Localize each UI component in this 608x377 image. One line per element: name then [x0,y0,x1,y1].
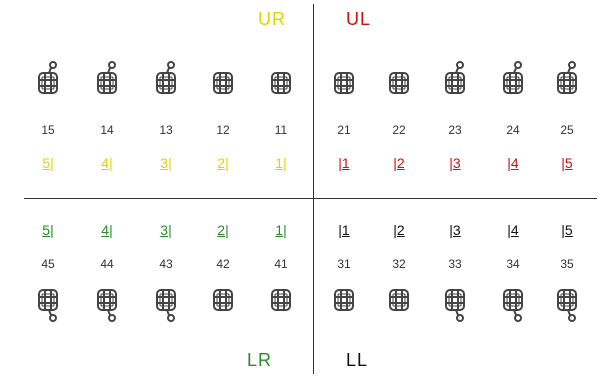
palmer-notation-4: 1| [275,222,286,238]
quadrant-label-ur: UR [258,9,286,30]
orthodontic-bracket-icon [268,285,294,330]
tooth-number-9: 35 [560,257,573,271]
orthodontic-bracket-icon [331,58,357,103]
orthodontic-bracket-icon [94,58,120,103]
orthodontic-bracket-icon [554,58,580,103]
palmer-notation-3: 2| [217,222,228,238]
orthodontic-bracket-icon [210,58,236,103]
tooth-number-6: 22 [392,123,405,137]
palmer-notation-0: 5| [42,222,53,238]
orthodontic-bracket-icon [500,285,526,330]
palmer-notation-4: 1| [275,155,286,171]
tooth-number-0: 15 [41,123,54,137]
orthodontic-bracket-icon [386,58,412,103]
tooth-number-8: 34 [506,257,519,271]
orthodontic-bracket-icon [153,285,179,330]
orthodontic-bracket-icon [268,58,294,103]
tooth-number-2: 13 [159,123,172,137]
palmer-notation-6: |2 [393,222,404,238]
palmer-notation-9: |5 [561,155,572,171]
palmer-notation-5: |1 [338,155,349,171]
tooth-number-0: 45 [41,257,54,271]
orthodontic-bracket-icon [386,285,412,330]
palmer-notation-2: 3| [160,222,171,238]
tooth-number-3: 12 [216,123,229,137]
orthodontic-bracket-icon [210,285,236,330]
orthodontic-bracket-icon [153,58,179,103]
tooth-number-1: 14 [100,123,113,137]
palmer-notation-7: |3 [449,155,460,171]
orthodontic-bracket-icon [554,285,580,330]
orthodontic-bracket-icon [500,58,526,103]
tooth-number-1: 44 [100,257,113,271]
horizontal-quadrant-divider [24,198,597,199]
palmer-notation-8: |4 [507,155,518,171]
tooth-number-5: 31 [337,257,350,271]
orthodontic-bracket-icon [35,58,61,103]
palmer-notation-1: 4| [101,155,112,171]
orthodontic-bracket-icon [442,58,468,103]
vertical-quadrant-divider [313,4,314,374]
palmer-notation-5: |1 [338,222,349,238]
orthodontic-bracket-icon [331,285,357,330]
palmer-notation-2: 3| [160,155,171,171]
orthodontic-bracket-icon [442,285,468,330]
quadrant-label-lr: LR [247,350,272,371]
tooth-number-7: 23 [448,123,461,137]
palmer-notation-7: |3 [449,222,460,238]
quadrant-label-ul: UL [346,9,371,30]
tooth-number-5: 21 [337,123,350,137]
tooth-number-8: 24 [506,123,519,137]
palmer-notation-6: |2 [393,155,404,171]
orthodontic-bracket-icon [35,285,61,330]
palmer-notation-3: 2| [217,155,228,171]
palmer-notation-9: |5 [561,222,572,238]
quadrant-label-ll: LL [346,350,368,371]
tooth-number-4: 11 [275,123,287,137]
tooth-number-2: 43 [159,257,172,271]
palmer-notation-0: 5| [42,155,53,171]
tooth-number-9: 25 [560,123,573,137]
palmer-notation-8: |4 [507,222,518,238]
tooth-number-4: 41 [274,257,287,271]
palmer-notation-1: 4| [101,222,112,238]
orthodontic-bracket-icon [94,285,120,330]
tooth-number-6: 32 [392,257,405,271]
tooth-number-3: 42 [216,257,229,271]
tooth-number-7: 33 [448,257,461,271]
